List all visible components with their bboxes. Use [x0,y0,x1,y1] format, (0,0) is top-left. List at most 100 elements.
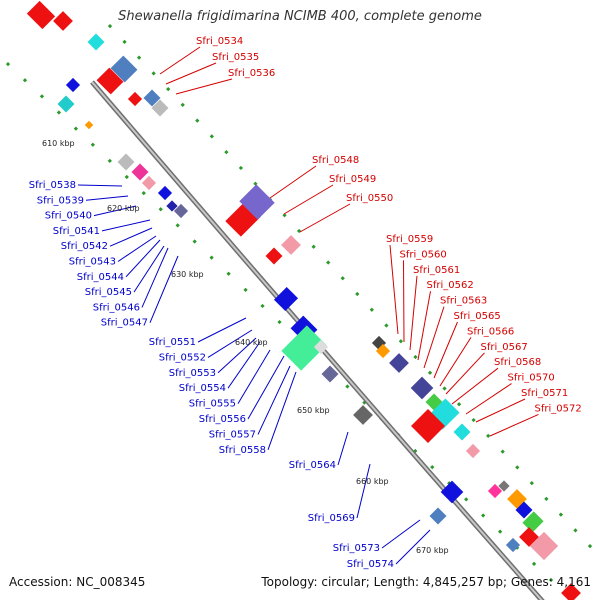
gene-feature [117,153,135,171]
gene-label: Sfri_0539 [37,195,84,206]
gene-feature [281,325,327,371]
gene-feature [127,91,143,107]
gene-feature [57,95,75,113]
gene-feature [498,480,510,492]
tick-mark [107,158,112,163]
gene-feature [157,185,173,201]
tick-mark [277,319,282,325]
tick-mark [243,287,248,292]
tick-mark [497,529,503,534]
gene-label: Sfri_0571 [521,388,568,399]
gene-label: Sfri_0549 [329,174,376,185]
leader-line [247,355,285,420]
leader-line [125,239,161,278]
gene-label: Sfri_0542 [61,241,108,252]
gene-label: Sfri_0534 [196,36,243,47]
leader-line [227,341,261,389]
gene-label: Sfri_0554 [179,383,226,394]
tick-mark [345,384,350,389]
gene-feature [173,203,189,219]
gene-label: Sfri_0563 [440,296,487,307]
tick-mark [5,61,11,67]
tick-mark [141,190,146,196]
tick-mark [558,512,564,517]
gene-feature [26,0,56,30]
leader-line [356,463,371,519]
leader-line [165,62,217,85]
gene-feature [440,480,464,504]
kbp-marker: 610 kbp [42,139,75,148]
tick-mark [122,39,127,45]
gene-label: Sfri_0567 [481,342,528,353]
gene-label: Sfri_0547 [101,318,148,329]
gene-feature [522,511,544,533]
gene-label: Sfri_0545 [85,287,132,298]
leader-line [257,365,291,435]
tick-mark [192,239,197,244]
tick-mark [548,577,554,583]
topology-text: Topology: circular; Length: 4,845,257 bp… [261,575,591,589]
tick-mark [369,307,374,312]
gene-label: Sfri_0550 [346,193,393,204]
gene-label: Sfri_0543 [69,257,116,268]
gene-label: Sfri_0546 [93,302,140,313]
tick-mark [136,55,142,60]
tick-mark [124,174,129,180]
leader-line [133,245,165,293]
gene-feature [505,537,521,553]
tick-mark [456,402,462,407]
gene-label: Sfri_0573 [333,543,380,554]
leader-line [381,519,421,549]
gene-feature [389,353,409,373]
tick-mark [500,449,505,454]
leader-line [197,317,247,343]
gene-label: Sfri_0538 [29,180,76,191]
tick-mark [238,165,244,171]
tick-mark [544,496,549,501]
gene-label: Sfri_0536 [228,68,275,79]
leader-line [475,398,526,423]
gene-feature [265,247,283,265]
gene-label: Sfri_0565 [454,311,501,322]
leader-line [417,291,431,361]
gene-feature [96,67,124,95]
gene-feature [166,200,178,212]
tick-mark [226,271,231,276]
tick-mark [224,150,229,155]
kbp-marker: 630 kbp [171,270,204,279]
leader-line [403,260,405,343]
gene-feature [141,175,157,191]
leader-line [101,219,151,232]
kbp-marker: 650 kbp [297,406,330,415]
tick-mark [180,102,185,108]
tick-mark [311,244,316,249]
tick-mark [430,465,435,470]
gene-label: Sfri_0568 [494,357,541,368]
leader-line [395,529,431,565]
gene-label: Sfri_0557 [209,429,256,440]
leader-line [77,184,123,187]
leader-line [159,46,201,75]
gene-feature [84,120,94,130]
leader-line [149,255,179,323]
gene-feature [353,405,373,425]
gene-feature [453,423,471,441]
tick-mark [573,528,578,533]
gene-feature [487,483,503,499]
gene-feature [53,11,73,31]
tick-mark [209,134,214,139]
gene-label: Sfri_0558 [219,445,266,456]
gene-feature [375,343,391,359]
leader-line [269,165,317,199]
leader-line [337,431,349,466]
gene-label: Sfri_0560 [400,249,447,260]
tick-mark [398,339,404,344]
tick-mark [427,370,433,375]
gene-feature [65,77,81,93]
tick-mark [107,24,113,29]
gene-label: Sfri_0574 [347,559,394,570]
gene-label: Sfri_0540 [45,211,92,222]
kbp-marker: 670 kbp [416,546,449,555]
tick-mark [296,228,302,234]
